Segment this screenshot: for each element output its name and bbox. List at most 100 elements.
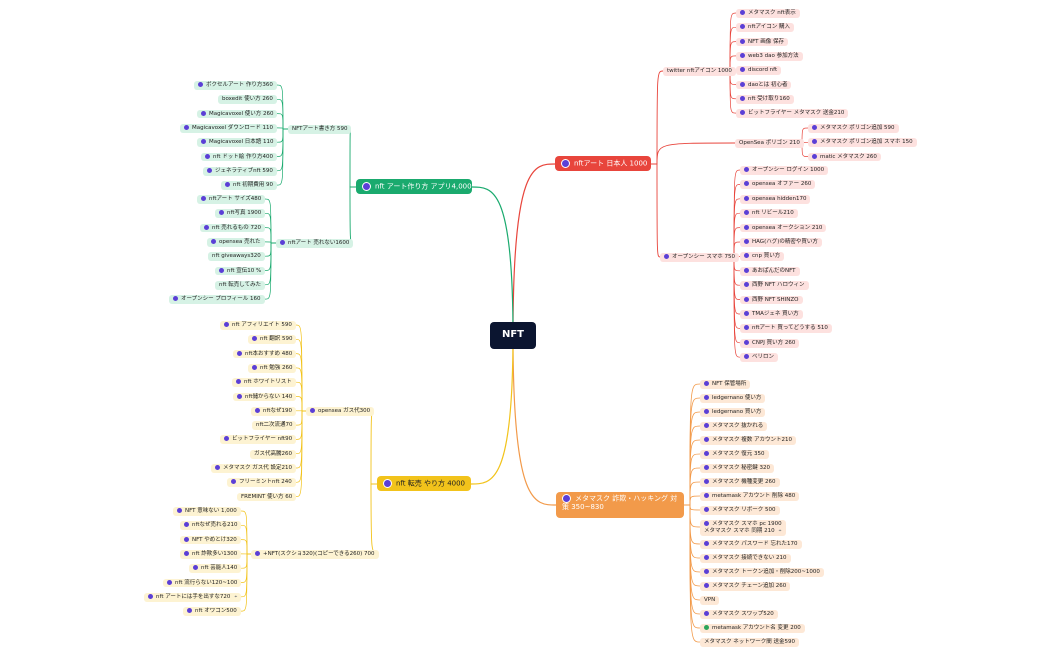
root-node[interactable]: NFT (490, 322, 536, 349)
leaf-node[interactable]: nft 転売してみた (215, 280, 266, 290)
leaf-node[interactable]: matic メタマスク 260 (808, 152, 881, 162)
branch-node-orange[interactable]: メタマスク 詐欺・ハッキング 対策 350~830 (556, 492, 684, 518)
leaf-node[interactable]: nft ホワイトリスト (232, 378, 296, 388)
leaf-node[interactable]: metamask アカウント 削除 480 (700, 492, 800, 501)
leaf-node[interactable]: メタマスク ガス代 設定210 (211, 464, 296, 473)
leaf-node[interactable]: HAG(ハグ)の精密や買い方 (740, 238, 822, 247)
leaf-node[interactable]: メタマスク スワップ520 (700, 610, 778, 619)
leaf-node[interactable]: メタマスク 機種変更 260 (700, 478, 780, 487)
leaf-node[interactable]: nft 売れるもの 720 (200, 223, 265, 233)
leaf-node[interactable]: nft本おすすめ 480 (233, 349, 297, 359)
leaf-node[interactable]: メタマスク リボーク 500 (700, 506, 780, 515)
leaf-node[interactable]: nft ドット絵 作り方400 (201, 152, 277, 162)
subtopic-node[interactable]: オープンシー スマホ 750 (660, 253, 740, 262)
leaf-node[interactable]: metamask アカウント名 変更 200 (700, 624, 805, 633)
leaf-node[interactable]: メタマスク チェーン追加 260 (700, 582, 791, 591)
leaf-node[interactable]: ledgernano 買い方 (700, 408, 766, 417)
leaf-node[interactable]: ガス代高騰260 (250, 449, 296, 459)
leaf-node[interactable]: nftなぜ190 (251, 406, 296, 416)
leaf-node[interactable]: nftアート サイズ480 (197, 195, 266, 204)
leaf-node[interactable]: フリーミントnft 240 (227, 478, 296, 488)
leaf-node[interactable]: メタマスク 接続できない 210 (700, 554, 791, 563)
leaf-node[interactable]: nft 流行らない120~100 (163, 578, 242, 588)
node-bullet-icon (704, 555, 709, 560)
leaf-node[interactable]: CNPJ 買い方 260 (740, 338, 800, 348)
leaf-node[interactable]: Magicavoxel 使い方 260 (197, 109, 278, 119)
leaf-node[interactable]: NFT 画像 保存 (736, 37, 789, 47)
leaf-node[interactable]: 西野 NFT ハロウィン (740, 281, 809, 291)
leaf-node[interactable]: nft 芸能人140 (189, 564, 242, 574)
leaf-node[interactable]: opensea hidden170 (740, 194, 811, 204)
leaf-node[interactable]: ビットフライヤー nft90 (220, 435, 297, 445)
node-label: 西野 NFT ハロウィン (752, 282, 805, 289)
leaf-node[interactable]: nft写真 1900 (215, 209, 266, 219)
node-label: twitter nftアイコン 1000 (667, 68, 732, 74)
leaf-node[interactable]: nft アフィリエイト 590 (220, 321, 296, 330)
leaf-node[interactable]: nft二次流通70 (252, 421, 297, 430)
leaf-node[interactable]: FREMINT 使い方 60 (237, 492, 297, 502)
leaf-node[interactable]: nft オワコン500 (183, 607, 241, 616)
leaf-node[interactable]: TMAジェネ 買い方 (740, 310, 803, 319)
leaf-node[interactable]: nft 詐欺多い1300 (180, 549, 242, 559)
leaf-node[interactable]: ビットフライヤー メタマスク 送金210 (736, 109, 849, 118)
leaf-node[interactable]: nft 初期費用 90 (221, 181, 277, 190)
leaf-node[interactable]: メタマスク 抜かれる (700, 422, 768, 431)
leaf-node[interactable]: NFT 意味ない 1,000 (173, 507, 241, 516)
leaf-node[interactable]: メタマスク 秘密鍵 320 (700, 464, 774, 473)
leaf-node[interactable]: メタマスク ポリゴン追加 590 (808, 124, 899, 133)
subtopic-node[interactable]: +NFT(スクショ320)(コピーできる260) 700 (251, 550, 379, 559)
leaf-node[interactable]: cnp 買い方 (740, 252, 785, 262)
leaf-node[interactable]: NFT 保管場所 (700, 380, 751, 389)
node-bullet-icon (740, 10, 745, 15)
subtopic-node[interactable]: NFTアート書き方 590 (288, 125, 352, 134)
leaf-node[interactable]: あおぱんだのNFT (740, 266, 800, 276)
branch-node-green[interactable]: nft アート作り方 アプリ4,000 (356, 179, 472, 195)
leaf-node[interactable]: nft giveaways320 (208, 252, 265, 262)
leaf-node[interactable]: オープンシー プロフィール 160 (169, 295, 265, 304)
leaf-node[interactable]: メタマスク ネットワーク間 送金590 (700, 638, 799, 647)
leaf-node[interactable]: nft 宣伝10 % (215, 266, 266, 276)
subtopic-node[interactable]: twitter nftアイコン 1000 (663, 67, 736, 76)
leaf-node[interactable]: nft アートには手を出すな720⌖ (144, 592, 242, 602)
leaf-node[interactable]: nft 翻訳 590 (248, 335, 297, 345)
branch-node-red[interactable]: nftアート 日本人 1000 (555, 156, 651, 172)
leaf-node[interactable]: NFT やめとけ320 (180, 535, 241, 545)
leaf-node[interactable]: VPN (700, 596, 720, 605)
leaf-node[interactable]: メタマスク トークン追加・削除200~1000 (700, 568, 824, 577)
leaf-node[interactable]: ボクセルアート 作り方360 (194, 81, 277, 90)
leaf-node[interactable]: opensea 売れた (207, 237, 265, 247)
node-bullet-icon (704, 493, 709, 498)
leaf-node[interactable]: オープンシー ログイン 1000 (740, 166, 829, 175)
leaf-node[interactable]: ledgernano 使い方 (700, 394, 766, 403)
leaf-node[interactable]: opensea オファー 260 (740, 180, 816, 190)
leaf-node[interactable]: メタマスク ポリゴン追加 スマホ 150 (808, 138, 917, 148)
subtopic-node[interactable]: opensea ガス代300 (306, 407, 375, 416)
leaf-node[interactable]: discord nft (736, 66, 782, 76)
leaf-node[interactable]: nftなぜ売れる210 (180, 521, 242, 531)
leaf-node[interactable]: ジェネラティブnft 590 (203, 166, 277, 176)
leaf-node[interactable]: メタマスク nft表示 (736, 9, 800, 18)
subtopic-node[interactable]: nftアート 売れない1600 (276, 239, 354, 248)
leaf-node[interactable]: ベリロン (740, 353, 779, 363)
leaf-node[interactable]: Magicavoxel 日本語 110 (197, 138, 278, 148)
leaf-node[interactable]: メタマスク パスワード 忘れた170 (700, 540, 802, 549)
leaf-node[interactable]: opensea オークション 210 (740, 223, 827, 233)
leaf-node[interactable]: 西野 NFT SHINZO (740, 295, 803, 305)
leaf-node[interactable]: nft 勉強 260 (248, 363, 297, 373)
leaf-node[interactable]: メタマスク 復元 350 (700, 450, 769, 459)
leaf-node[interactable]: nft 受け取り160 (736, 94, 794, 104)
leaf-node[interactable]: boxedit 使い方 260 (218, 95, 277, 105)
leaf-node[interactable]: nft儲からない 140 (233, 392, 297, 402)
leaf-node[interactable]: Magicavoxel ダウンロード 110 (180, 123, 277, 133)
leaf-node[interactable]: daoとは 初心者 (736, 80, 792, 90)
leaf-node[interactable]: nftアート 買ってどうする 510 (740, 324, 832, 334)
leaf-node[interactable]: メタマスク 複数 アカウント210 (700, 436, 796, 445)
leaf-node[interactable]: nftアイコン 購入 (736, 23, 794, 33)
leaf-node[interactable]: nft リビール210 (740, 209, 798, 219)
leaf-node[interactable]: web3 dao 参加方法 (736, 51, 803, 61)
branch-node-yellow[interactable]: nft 転売 やり方 4000 (377, 476, 471, 492)
node-bullet-icon (255, 551, 260, 556)
subtopic-node[interactable]: OpenSea ポリゴン 210 (735, 139, 804, 148)
